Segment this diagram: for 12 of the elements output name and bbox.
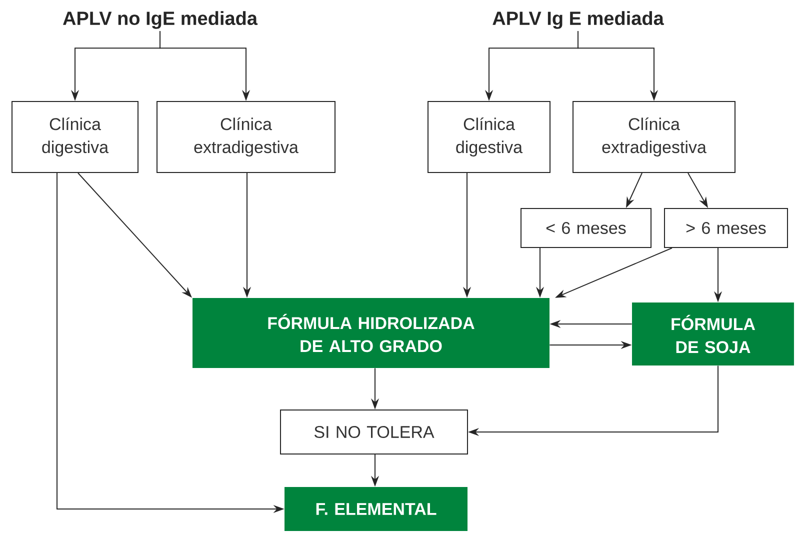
process-box: Clínica digestiva [12,101,138,173]
heading-text: APLV Ig E mediada [492,11,664,29]
treatment-box: FÓRMULA HIDROLIZADA DE ALTO GRADO [192,298,550,368]
treatment-box: F. ELEMENTAL [284,487,468,531]
treatment-box: FÓRMULA DE SOJA [632,302,794,366]
process-box: Clínica extradigestiva [572,101,736,173]
process-box: > 6 meses [664,208,788,248]
heading-text: APLV no IgE mediada [63,11,258,29]
process-box: Clínica digestiva [428,101,550,173]
process-box: SI NO TOLERA [280,410,468,454]
process-box: Clínica extradigestiva [156,101,336,173]
process-box: < 6 meses [520,208,652,248]
